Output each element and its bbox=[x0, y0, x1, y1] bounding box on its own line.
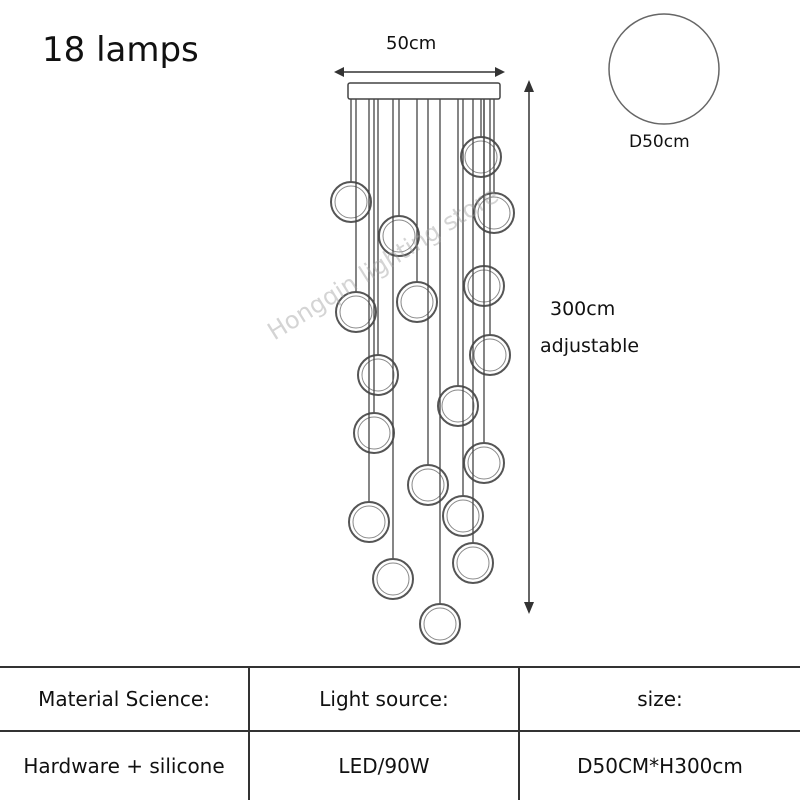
ring-lamp-inner bbox=[361, 358, 395, 392]
ring-lamp bbox=[437, 385, 479, 427]
ring-lamp bbox=[463, 442, 505, 484]
lamp-group bbox=[330, 99, 515, 645]
ring-lamp-inner bbox=[411, 468, 445, 502]
ring-lamp-inner bbox=[446, 499, 480, 533]
ring-lamp-inner bbox=[400, 285, 434, 319]
spec-table: Material Science: Light source: size: Ha… bbox=[0, 666, 800, 800]
ring-lamp bbox=[357, 354, 399, 396]
ring-lamp-inner bbox=[339, 295, 373, 329]
ring-lamp-inner bbox=[334, 185, 368, 219]
ring-lamp bbox=[442, 495, 484, 537]
width-arrow bbox=[334, 67, 505, 77]
size-value: D50CM*H300cm bbox=[577, 754, 743, 778]
table-border-top bbox=[0, 666, 800, 668]
ring-lamp bbox=[419, 603, 461, 645]
height-arrow bbox=[524, 80, 534, 614]
adjustable-label: adjustable bbox=[540, 335, 640, 357]
width-dimension-label: 50cm bbox=[386, 33, 437, 54]
ring-lamp bbox=[348, 501, 390, 543]
table-divider-1 bbox=[248, 666, 250, 800]
table-border-middle bbox=[0, 730, 800, 732]
ring-lamp bbox=[469, 334, 511, 376]
ring-lamp bbox=[378, 215, 420, 257]
top-view-circle bbox=[608, 13, 720, 125]
ring-lamp bbox=[407, 464, 449, 506]
ring-lamp bbox=[396, 281, 438, 323]
ring-lamp-inner bbox=[456, 546, 490, 580]
material-header: Material Science: bbox=[38, 687, 210, 711]
page-title: 18 lamps bbox=[42, 30, 199, 70]
ring-lamp-inner bbox=[441, 389, 475, 423]
ring-lamp bbox=[460, 136, 502, 178]
diameter-label: D50cm bbox=[629, 132, 690, 152]
ring-lamp bbox=[330, 181, 372, 223]
ring-lamp bbox=[353, 412, 395, 454]
ring-lamp-inner bbox=[423, 607, 457, 641]
height-dimension-label: 300cm bbox=[550, 298, 616, 320]
ring-lamp-inner bbox=[376, 562, 410, 596]
ring-lamp bbox=[335, 291, 377, 333]
chandelier-diagram bbox=[330, 13, 720, 645]
ring-lamp-inner bbox=[382, 219, 416, 253]
ring-lamp bbox=[452, 542, 494, 584]
ring-lamp-inner bbox=[473, 338, 507, 372]
ring-lamp-inner bbox=[467, 446, 501, 480]
ceiling-plate bbox=[347, 82, 501, 100]
size-header: size: bbox=[637, 687, 683, 711]
ring-lamp-inner bbox=[464, 140, 498, 174]
ring-lamp bbox=[372, 558, 414, 600]
ring-lamp-inner bbox=[357, 416, 391, 450]
ring-lamp-inner bbox=[477, 196, 511, 230]
light-source-value: LED/90W bbox=[338, 754, 430, 778]
light-source-header: Light source: bbox=[319, 687, 449, 711]
table-divider-2 bbox=[518, 666, 520, 800]
material-value: Hardware + silicone bbox=[23, 754, 225, 778]
ring-lamp-inner bbox=[352, 505, 386, 539]
